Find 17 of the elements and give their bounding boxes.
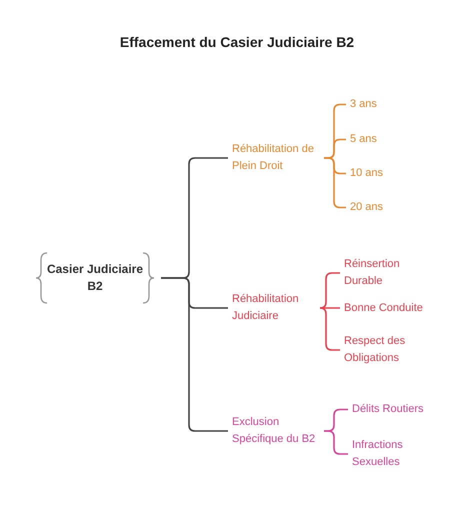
connector-line — [320, 307, 340, 309]
leaf-label: 5 ans — [350, 131, 410, 148]
leaf-label: 20 ans — [350, 199, 410, 216]
leaf-label: Réinsertion Durable — [344, 256, 424, 290]
leaf-label: Infractions Sexuelles — [352, 437, 442, 471]
leaf-label: Respect des Obligations — [344, 333, 434, 367]
diagram-title: Effacement du Casier Judiciaire B2 — [118, 34, 356, 50]
leaf-label: 3 ans — [350, 96, 410, 113]
node-label: Casier Judiciaire B2 — [46, 261, 144, 295]
branch-label: Exclusion Spécifique du B2 — [232, 414, 318, 448]
branch-label: Réhabilitation de Plein Droit — [232, 141, 318, 175]
leaf-label: Délits Routiers — [352, 401, 452, 418]
curly-brace-frame — [35, 252, 155, 304]
branch-label: Réhabilitation Judiciaire — [232, 291, 314, 325]
connector-line — [161, 277, 228, 432]
leaf-label: 10 ans — [350, 165, 410, 182]
leaf-label: Bonne Conduite — [344, 300, 444, 317]
